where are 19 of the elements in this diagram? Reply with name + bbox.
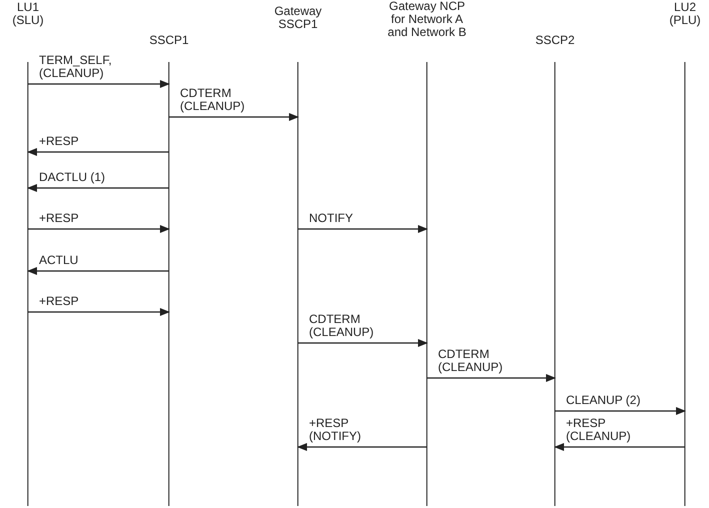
participant-label: Gateway SSCP1 bbox=[273, 5, 323, 31]
participant-label: LU1 (SLU) bbox=[11, 1, 45, 27]
arrow bbox=[27, 267, 169, 275]
arrow bbox=[555, 407, 686, 415]
arrow bbox=[27, 148, 169, 156]
participant-label: SSCP2 bbox=[534, 34, 576, 47]
arrow bbox=[28, 80, 170, 88]
arrow bbox=[28, 308, 170, 316]
participant-label: Gateway NCP for Network A and Network B bbox=[386, 0, 468, 39]
arrow bbox=[27, 184, 169, 192]
participant-label: SSCP1 bbox=[148, 34, 190, 47]
arrow bbox=[169, 113, 299, 121]
arrow bbox=[427, 374, 556, 382]
participant-label: LU2 (PLU) bbox=[668, 1, 702, 27]
arrow bbox=[297, 443, 427, 451]
arrow bbox=[298, 339, 428, 347]
arrow bbox=[298, 225, 428, 233]
arrow bbox=[554, 443, 685, 451]
arrow bbox=[28, 225, 170, 233]
